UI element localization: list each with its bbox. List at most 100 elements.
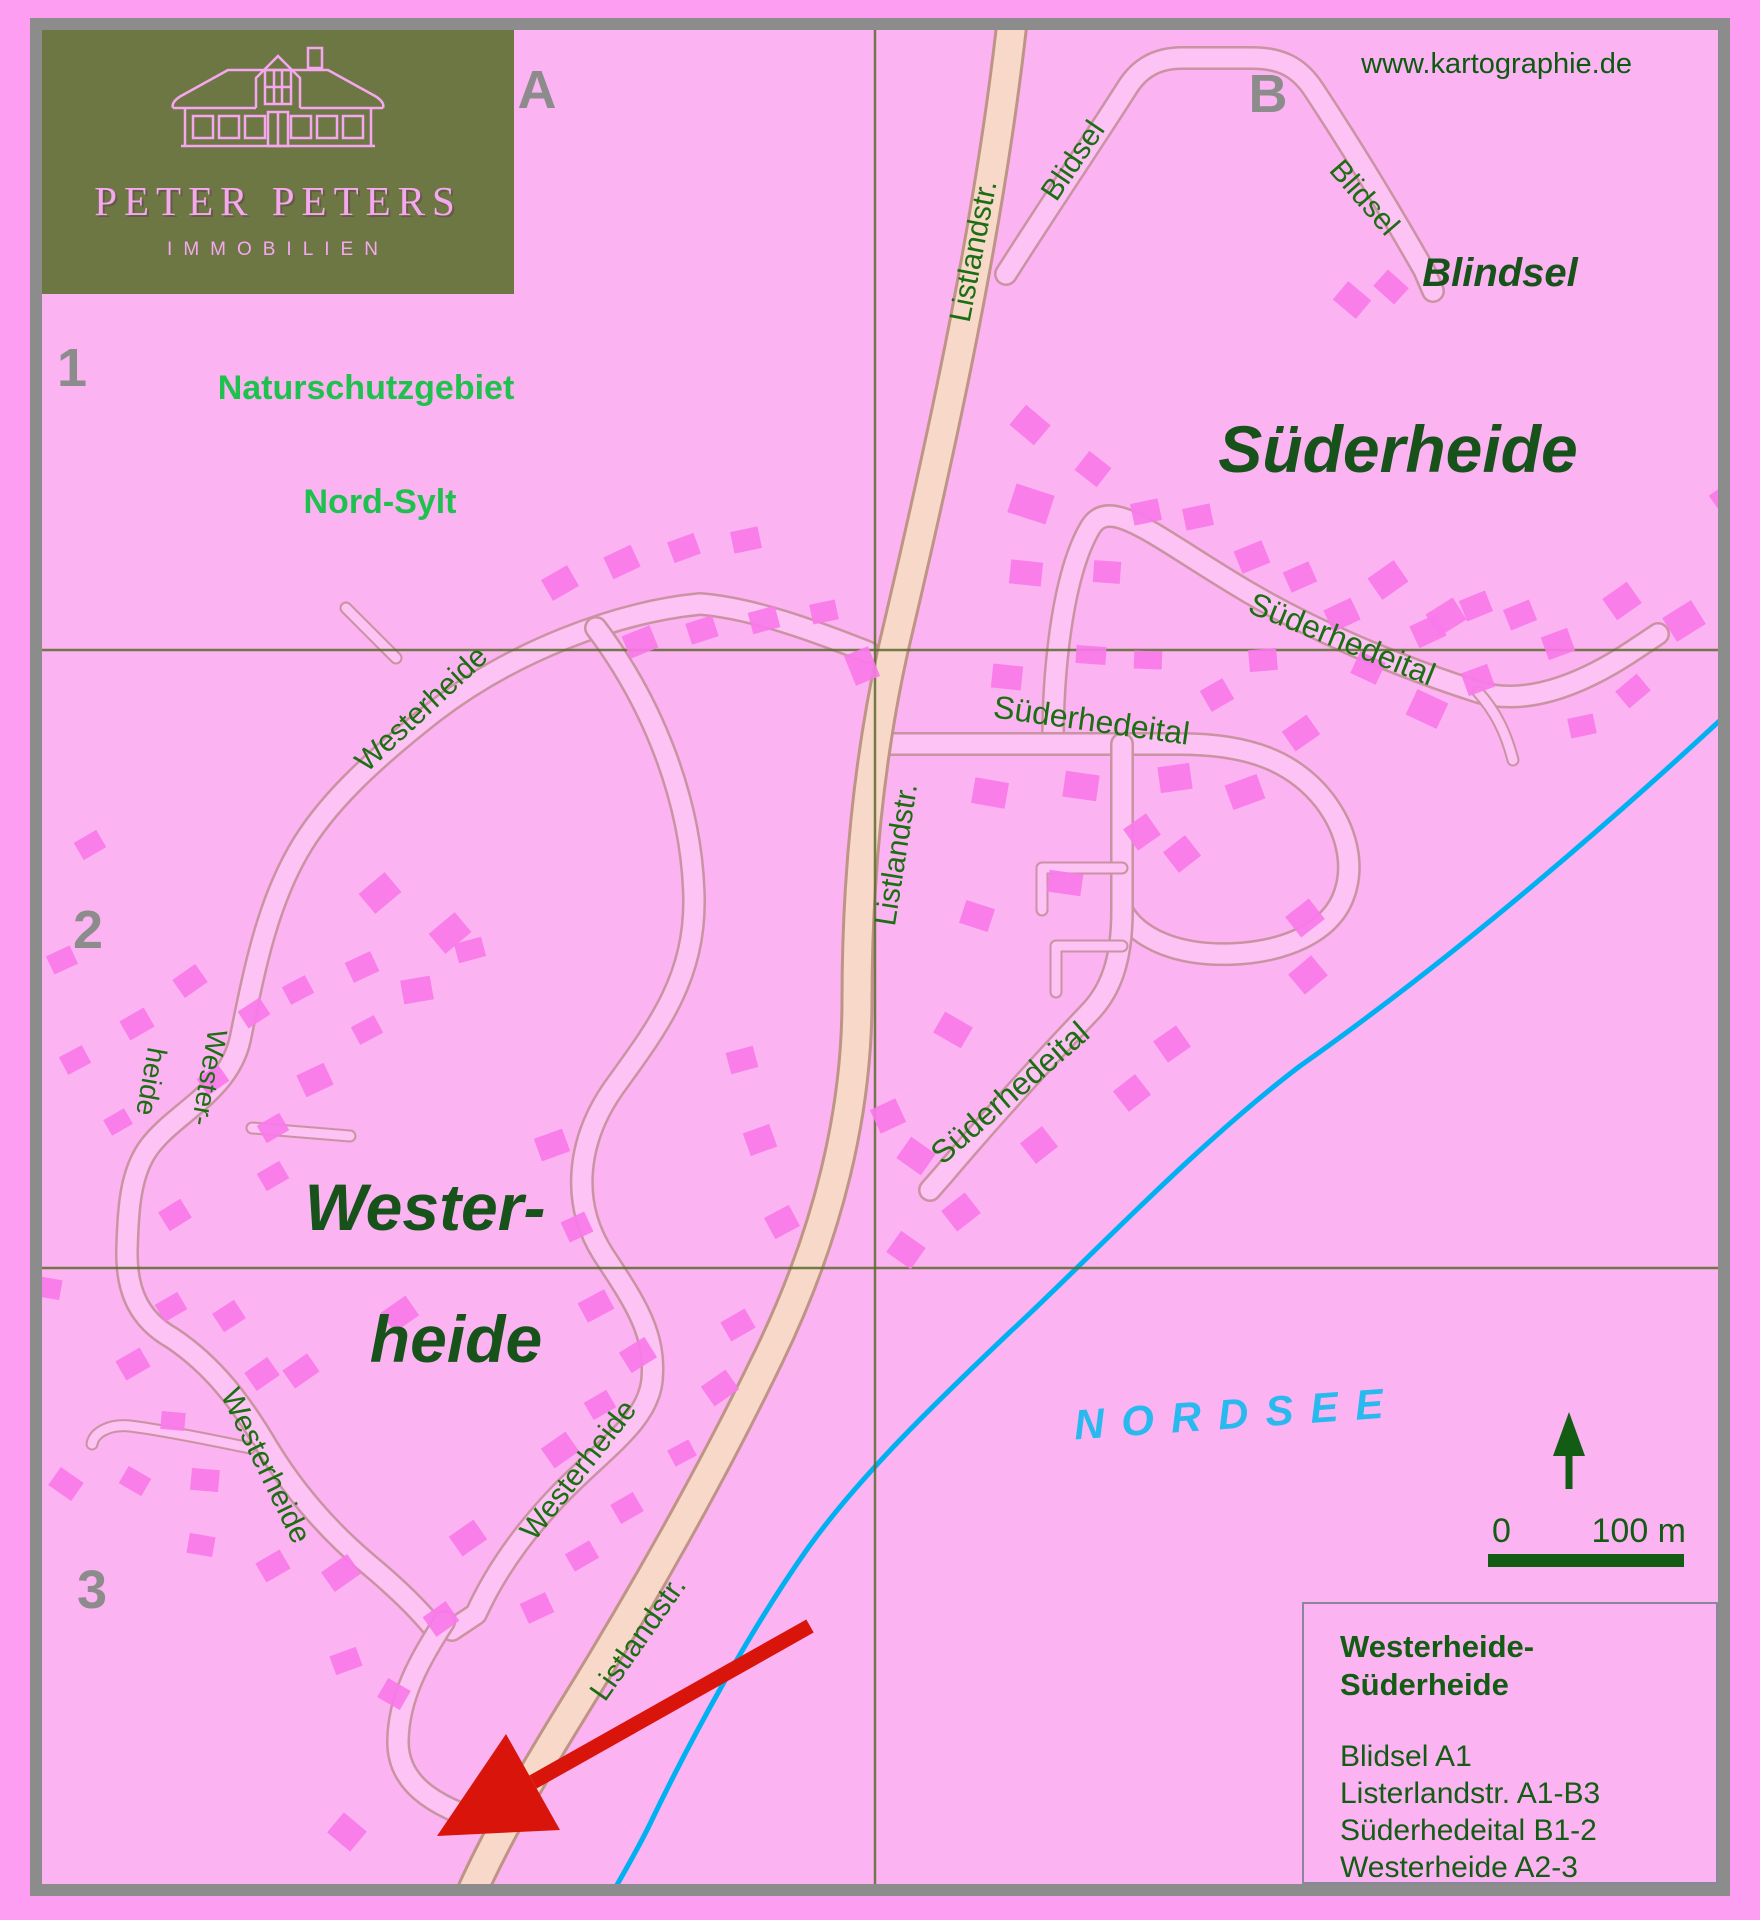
road-blidsel bbox=[996, 48, 1443, 301]
grid-letters-layer: A B 1 2 3 bbox=[57, 60, 1288, 1620]
road-suederhedeital-mid bbox=[864, 734, 1359, 964]
house bbox=[453, 936, 487, 964]
road-suederhedeital-stub bbox=[1473, 687, 1518, 765]
house bbox=[560, 1211, 594, 1243]
house bbox=[1008, 559, 1044, 587]
grid-label-B: B bbox=[1249, 64, 1288, 124]
road-casing-listlandstr bbox=[457, 30, 1028, 1884]
house bbox=[896, 1136, 936, 1176]
house bbox=[255, 1549, 291, 1583]
houses-layer bbox=[42, 269, 1718, 1852]
house bbox=[1074, 450, 1112, 488]
road-suederhedeital-upper bbox=[1043, 506, 1668, 752]
house bbox=[700, 1369, 740, 1407]
house bbox=[1123, 813, 1161, 851]
grid-label-3: 3 bbox=[77, 1560, 107, 1620]
house bbox=[103, 1108, 133, 1136]
house bbox=[577, 1289, 615, 1323]
label-street: Süderhedeital bbox=[1244, 585, 1441, 692]
red-location-arrow-shaft bbox=[529, 1619, 814, 1789]
house bbox=[73, 829, 107, 861]
house bbox=[621, 625, 659, 659]
label-street: Westerheide bbox=[514, 1394, 643, 1547]
house bbox=[281, 975, 315, 1005]
road-cul-de-sac bbox=[87, 1421, 255, 1453]
house bbox=[1009, 404, 1051, 446]
house bbox=[1092, 560, 1122, 584]
house bbox=[809, 599, 839, 625]
house bbox=[730, 526, 762, 554]
road-westerheide-hook bbox=[388, 1612, 502, 1834]
house bbox=[1224, 773, 1266, 811]
house bbox=[160, 1410, 186, 1432]
house bbox=[1112, 1074, 1152, 1112]
grid-lines-layer bbox=[42, 30, 1718, 1884]
legend-item: Süderhedeital B1-2 bbox=[1340, 1814, 1597, 1847]
house bbox=[358, 872, 402, 914]
house bbox=[422, 1601, 460, 1637]
grid-label-2: 2 bbox=[73, 900, 103, 960]
house bbox=[1567, 713, 1597, 739]
house bbox=[158, 1198, 192, 1232]
grid-label-A: A bbox=[518, 60, 557, 120]
house bbox=[1367, 560, 1409, 600]
house bbox=[564, 1540, 600, 1572]
house bbox=[1007, 483, 1055, 525]
label-street: heide bbox=[130, 1045, 172, 1118]
legend-item: Blidsel A1 bbox=[1340, 1740, 1472, 1773]
label-nature: Naturschutzgebiet bbox=[218, 369, 515, 407]
house bbox=[428, 912, 472, 954]
house bbox=[1281, 714, 1321, 752]
grid-label-1: 1 bbox=[57, 338, 87, 398]
house bbox=[1323, 597, 1361, 633]
house bbox=[1615, 673, 1651, 709]
label-nature: Nord-Sylt bbox=[304, 483, 457, 521]
house bbox=[1425, 597, 1467, 637]
house bbox=[685, 615, 719, 645]
house bbox=[540, 1431, 580, 1469]
house bbox=[1075, 644, 1107, 666]
scale-label-start: 0 bbox=[1492, 1512, 1511, 1550]
house bbox=[448, 1519, 488, 1557]
house bbox=[1288, 955, 1328, 995]
house bbox=[667, 1439, 697, 1467]
house bbox=[725, 1045, 759, 1075]
house bbox=[1182, 503, 1214, 531]
house bbox=[1199, 678, 1235, 712]
road-stub-2 bbox=[1051, 941, 1127, 997]
house bbox=[603, 544, 641, 580]
house bbox=[1046, 869, 1084, 897]
house bbox=[1062, 770, 1100, 802]
house bbox=[118, 1465, 152, 1497]
house bbox=[933, 1011, 973, 1049]
house bbox=[256, 1160, 290, 1192]
label-place: Wester- bbox=[305, 1170, 546, 1244]
house bbox=[541, 565, 579, 601]
house bbox=[1602, 581, 1642, 621]
house bbox=[282, 1353, 320, 1389]
house bbox=[742, 1123, 778, 1157]
house bbox=[1350, 651, 1386, 685]
house bbox=[344, 951, 380, 983]
house bbox=[1405, 689, 1449, 729]
house bbox=[1332, 281, 1372, 319]
house bbox=[154, 1291, 188, 1323]
house bbox=[1373, 269, 1409, 305]
house bbox=[186, 1532, 216, 1558]
house bbox=[350, 1015, 384, 1045]
house bbox=[1153, 1025, 1191, 1063]
house bbox=[1019, 1126, 1059, 1164]
label-street: Westerheide bbox=[349, 640, 494, 779]
house bbox=[990, 663, 1024, 691]
house bbox=[667, 532, 701, 564]
logo-subtitle: IMMOBILIEN bbox=[167, 239, 389, 260]
house bbox=[764, 1204, 800, 1240]
house bbox=[971, 777, 1009, 809]
house bbox=[869, 1098, 907, 1134]
house bbox=[48, 1466, 84, 1502]
house bbox=[115, 1347, 151, 1381]
house bbox=[1157, 762, 1193, 794]
